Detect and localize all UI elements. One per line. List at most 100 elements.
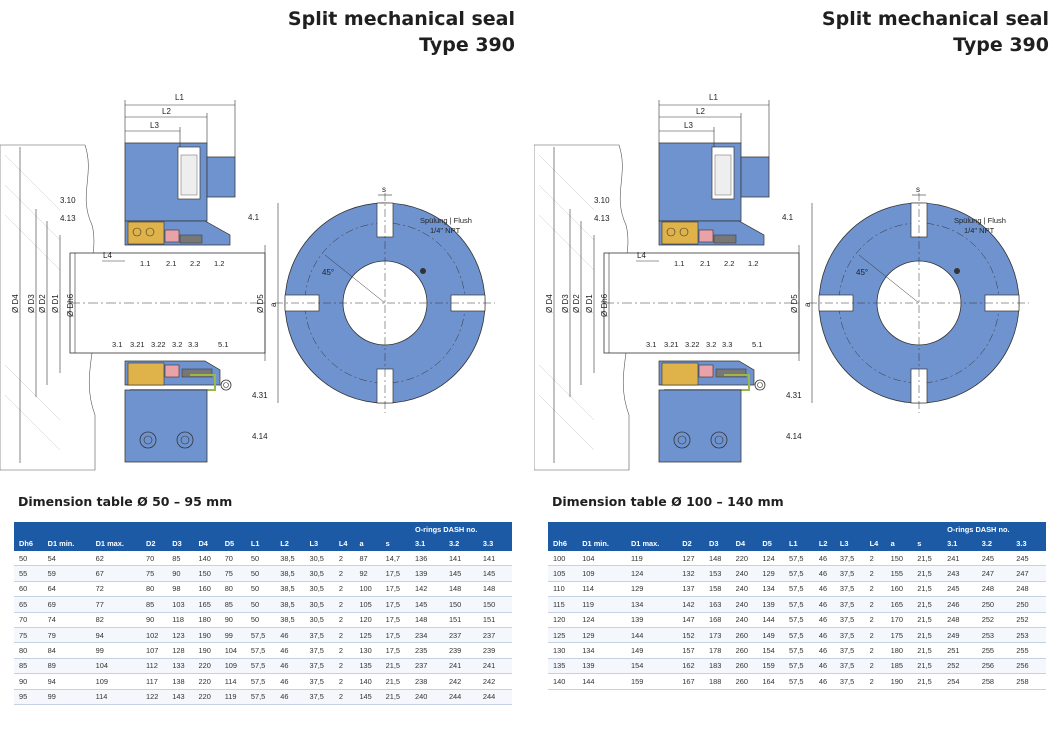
table-cell: 21,5 [912,658,943,675]
table-cell: 80 [219,581,246,598]
table-cell: 157 [677,642,704,659]
table-cell: 159 [625,673,678,690]
table-cell: 17,5 [380,612,410,628]
table-cell: 133 [167,658,194,675]
column-header: 3.2 [443,536,478,551]
table-cell: 2 [333,581,355,598]
table-cell: 21,5 [380,689,410,705]
column-header: L2 [813,536,835,551]
table-cell: 136 [409,551,444,567]
table-cell: 57,5 [784,658,814,675]
table-cell: 250 [976,596,1012,613]
table-cell: 21,5 [912,673,943,690]
column-header: Dh6 [14,536,43,551]
table-cell: 38,5 [275,612,305,628]
column-header: D1 min. [42,536,91,551]
table-cell: 90 [219,612,246,628]
table-cell: 46 [813,581,835,598]
label-L3: L3 [684,121,693,130]
table-cell: 2 [864,658,886,675]
table-cell: 145 [443,565,478,582]
table-cell: 57,5 [784,642,814,659]
label-1-1: 1.1 [674,259,684,268]
label-4-31: 4.31 [786,391,802,400]
table-cell: 124 [757,551,785,567]
column-header: L1 [245,536,276,551]
table-cell: 50 [245,612,276,628]
label-4-31: 4.31 [252,391,268,400]
label-L3: L3 [150,121,159,130]
table-cell: 248 [976,581,1012,598]
table-cell: 79 [42,627,91,644]
table-cell: 109 [90,673,142,690]
table-group-header: O-rings DASH no. [942,522,1046,536]
label-flush-npt: 1/4" NPT [430,226,461,235]
label-3-10: 3.10 [594,196,610,205]
table-cell: 183 [703,658,731,675]
table-cell: 104 [577,551,626,567]
table-cell: 240 [730,565,758,582]
table-cell: 37,5 [834,642,865,659]
table-cell: 251 [942,642,977,659]
table-cell: 141 [443,551,478,567]
table-cell: 46 [813,627,835,644]
label-4-14: 4.14 [252,432,268,441]
table-cell: 115 [548,596,578,613]
table-cell: 110 [548,581,578,598]
table-cell: 57,5 [784,612,814,628]
table-cell: 237 [477,627,512,644]
table-cell: 2 [864,581,886,598]
table-cell: 85 [14,658,43,675]
table-cell: 57,5 [784,565,814,582]
table-cell: 21,5 [380,673,410,690]
table-group-row: O-rings DASH no. [14,522,512,536]
seal-drawing-svg: L1 L2 L3 L4 3.10 4.13 4.1 1.1 2.1 2.2 1.… [534,93,1029,471]
table-cell: 107 [141,642,168,659]
table-cell: 220 [193,689,220,705]
table-cell: 57,5 [784,551,814,567]
table-cell: 59 [42,565,91,582]
column-header: 3.1 [942,536,977,551]
table-cell: 260 [730,658,758,675]
table-cell: 21,5 [912,581,943,598]
table-cell: 129 [625,581,678,598]
table-cell: 248 [1011,581,1046,598]
table-cell: 143 [167,689,194,705]
table-cell: 2 [864,565,886,582]
table-cell: 140 [193,551,220,567]
table-cell: 150 [193,565,220,582]
table-cell: 175 [885,627,913,644]
table-cell: 246 [942,596,977,613]
column-header: a [885,536,913,551]
table-cell: 94 [42,673,91,690]
table-cell: 252 [976,612,1012,628]
table-cell: 240 [409,689,444,705]
table-cell: 165 [885,596,913,613]
table-cell: 104 [90,658,142,675]
column-header: D1 min. [577,536,626,551]
column-header: L4 [333,536,355,551]
table-cell: 95 [14,689,43,705]
column-header: 3.3 [1011,536,1046,551]
table-cell: 21,5 [912,612,943,628]
page-title: Split mechanical seal Type 390 [288,6,515,58]
table-cell: 85 [141,596,168,613]
table-cell: 139 [757,596,785,613]
label-4-1: 4.1 [248,213,260,222]
label-D2: Ø D2 [38,294,47,313]
label-Dh6: Ø Dh6 [66,293,75,317]
table-cell: 46 [275,673,305,690]
table-cell: 254 [942,673,977,690]
table-group-spacer [548,522,943,536]
table-cell: 247 [976,565,1012,582]
label-flush: Spülung | Flush [420,216,472,225]
label-1-2: 1.2 [214,259,224,268]
table-cell: 46 [275,642,305,659]
table-cell: 139 [577,658,626,675]
table-cell: 2 [333,689,355,705]
table-cell: 75 [141,565,168,582]
